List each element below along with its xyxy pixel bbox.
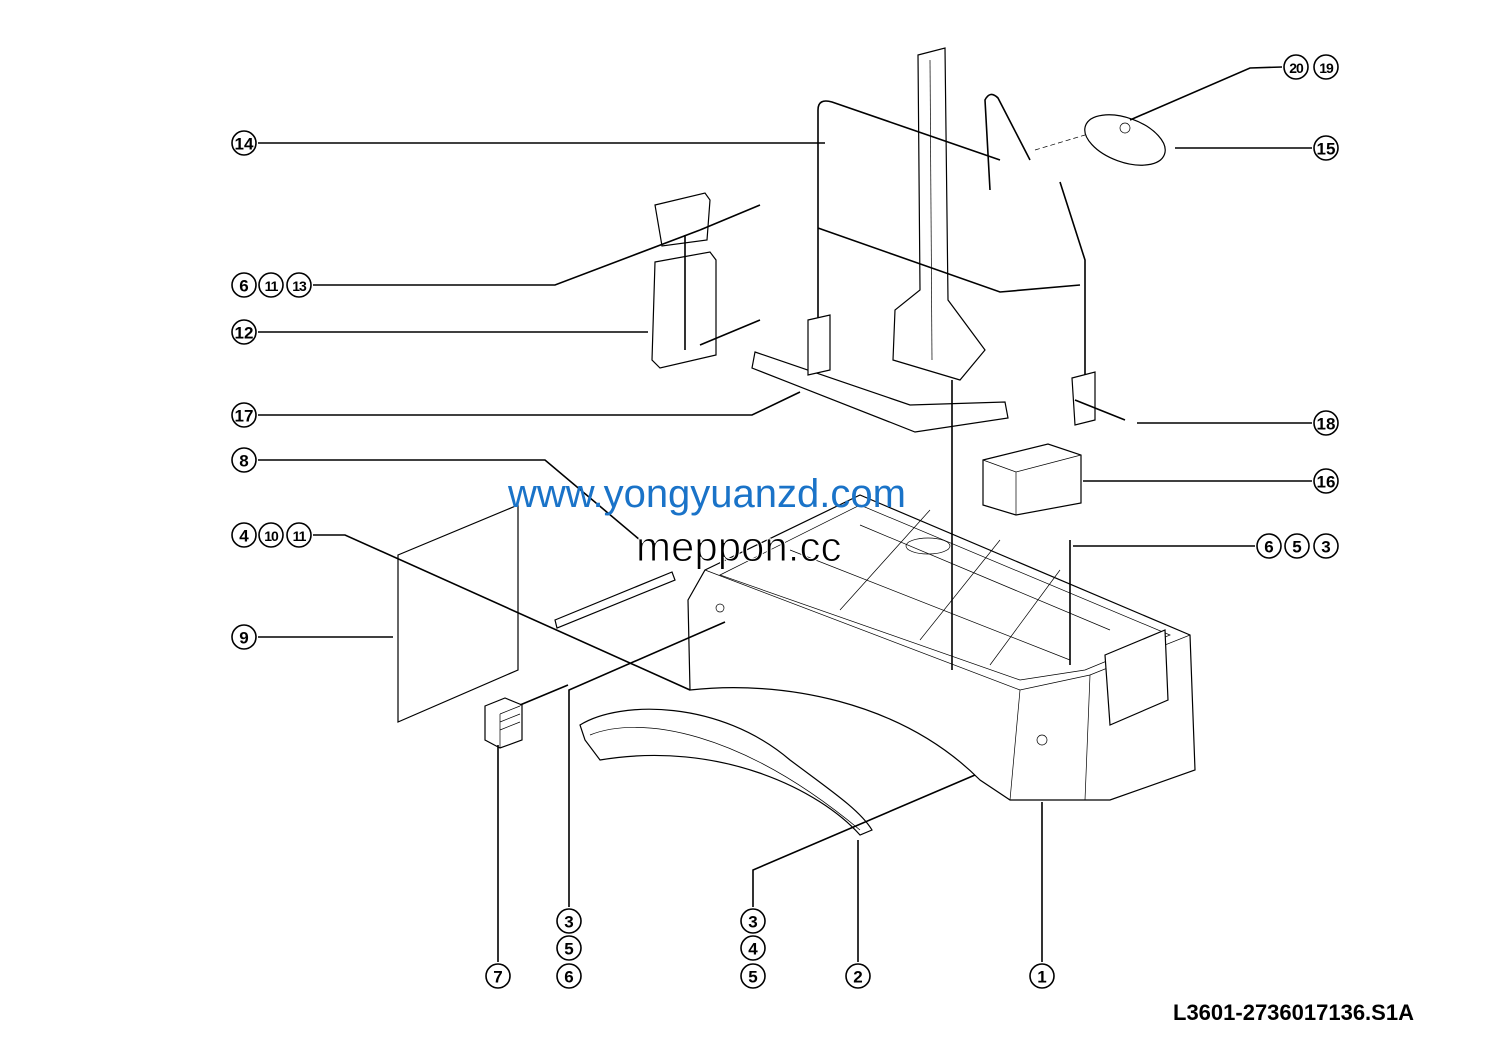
svg-text:12: 12 [235, 324, 254, 343]
svg-text:1: 1 [1037, 968, 1046, 987]
callout-4: 4 [231, 522, 257, 548]
mirror-stand [807, 47, 1096, 426]
watermark-blue: www.yongyuanzd.com [508, 472, 906, 516]
callout-20: 20 [1283, 54, 1309, 80]
callout-10: 10 [258, 522, 284, 548]
callout-16: 16 [1313, 468, 1339, 494]
part-8-strip [554, 571, 676, 629]
svg-text:10: 10 [264, 528, 279, 544]
svg-text:5: 5 [748, 968, 757, 987]
mudguard-edge [589, 727, 861, 831]
callout-11: 11 [286, 522, 312, 548]
part-12-mirror [651, 192, 761, 369]
part-17-frame [751, 351, 1009, 433]
svg-text:20: 20 [1289, 60, 1304, 76]
part-7-box [484, 697, 523, 749]
callout-6: 6 [231, 272, 257, 298]
callout-5: 5 [556, 935, 582, 961]
svg-text:9: 9 [239, 629, 248, 648]
drawing-code: L3601-2736017136.S1A [1173, 1000, 1414, 1025]
callout-3: 3 [1313, 533, 1339, 559]
svg-text:11: 11 [265, 278, 279, 294]
part-9-plate [397, 504, 519, 723]
callout-7: 7 [485, 963, 511, 989]
svg-text:3: 3 [564, 913, 573, 932]
callout-1: 1 [1029, 963, 1055, 989]
callout-5: 5 [1284, 533, 1310, 559]
svg-text:2: 2 [853, 968, 862, 987]
svg-text:18: 18 [1317, 415, 1336, 434]
callout-13: 13 [286, 272, 312, 298]
svg-text:13: 13 [292, 278, 307, 294]
svg-text:6: 6 [564, 968, 573, 987]
callout-19: 19 [1313, 54, 1339, 80]
part-16-bracket [982, 443, 1082, 516]
svg-text:4: 4 [748, 940, 758, 959]
svg-text:15: 15 [1317, 140, 1336, 159]
svg-text:3: 3 [1321, 538, 1330, 557]
watermark-black: meppon.cc [635, 523, 842, 570]
svg-text:5: 5 [564, 940, 573, 959]
callout-6: 6 [556, 963, 582, 989]
svg-text:8: 8 [239, 452, 248, 471]
callout-6: 6 [1256, 533, 1282, 559]
callout-9: 9 [231, 624, 257, 650]
part-1-body [687, 494, 1196, 801]
part-15-round-mirror [1034, 114, 1166, 166]
callout-3: 3 [740, 908, 766, 934]
svg-text:11: 11 [293, 528, 307, 544]
callout-11: 11 [258, 272, 284, 298]
callout-18: 18 [1313, 410, 1339, 436]
callout-17: 17 [231, 402, 257, 428]
svg-text:7: 7 [493, 968, 502, 987]
callout-8: 8 [231, 447, 257, 473]
leader-lines [258, 66, 1312, 962]
callout-2: 2 [845, 963, 871, 989]
svg-text:19: 19 [1319, 60, 1334, 76]
svg-text:14: 14 [235, 135, 254, 154]
callout-3: 3 [556, 908, 582, 934]
svg-text:17: 17 [235, 407, 254, 426]
callout-5: 5 [740, 963, 766, 989]
callout-14: 14 [231, 130, 257, 156]
svg-text:3: 3 [748, 913, 757, 932]
svg-text:16: 16 [1317, 473, 1336, 492]
callout-12: 12 [231, 319, 257, 345]
callout-15: 15 [1313, 135, 1339, 161]
svg-text:5: 5 [1292, 538, 1301, 557]
part-2-mudguard [579, 708, 873, 836]
svg-text:6: 6 [1264, 538, 1273, 557]
svg-text:6: 6 [239, 277, 248, 296]
svg-text:4: 4 [239, 527, 249, 546]
callout-4: 4 [740, 935, 766, 961]
